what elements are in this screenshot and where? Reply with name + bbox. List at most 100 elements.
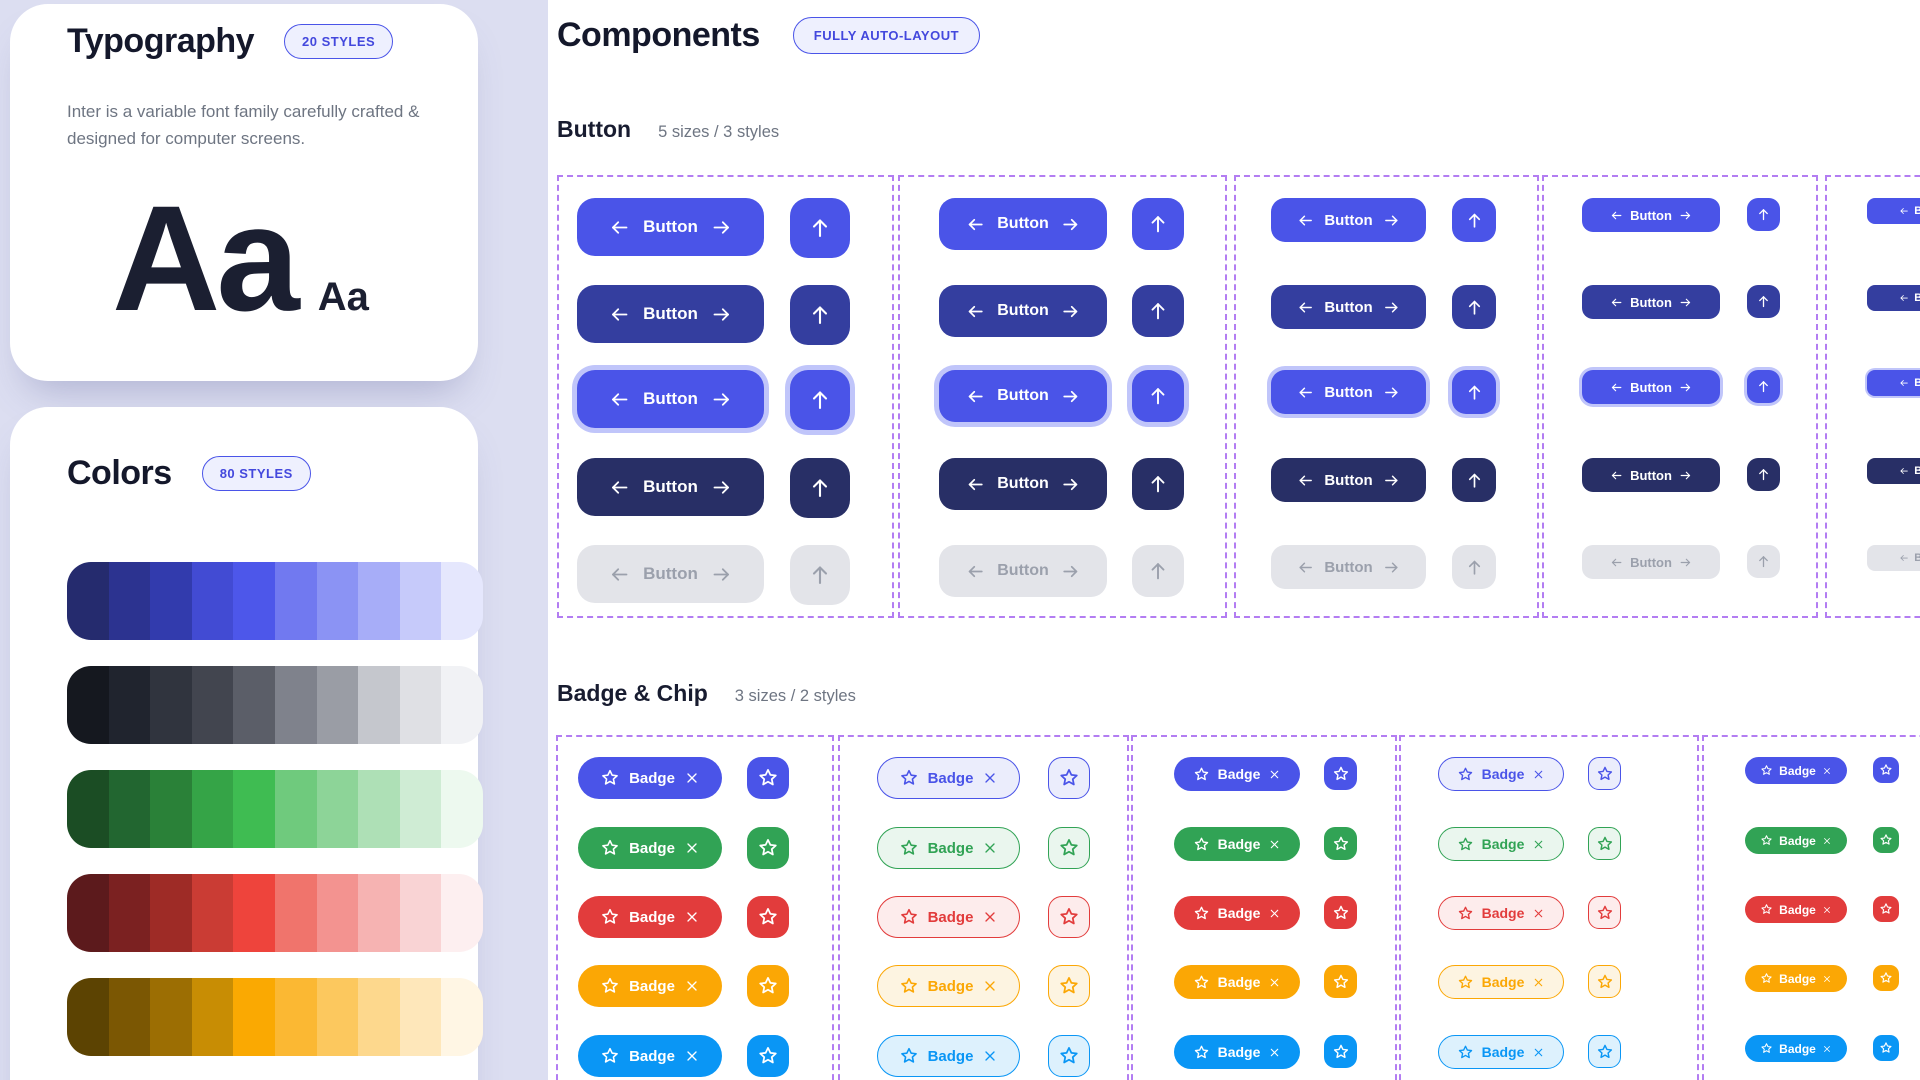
badge-red-filled-sm[interactable]: Badge [1745, 896, 1847, 923]
chip-indigo-filled-lg[interactable] [747, 757, 789, 799]
color-swatch-indigo-8[interactable] [358, 562, 400, 640]
color-swatch-indigo-6[interactable] [274, 562, 317, 640]
icon-button-darkest-md[interactable] [1452, 458, 1496, 502]
chip-amber-soft-outline-md[interactable] [1588, 965, 1621, 998]
color-swatch-amber-8[interactable] [358, 978, 400, 1056]
color-swatch-red-7[interactable] [316, 874, 359, 952]
color-swatch-red-6[interactable] [274, 874, 317, 952]
badge-green-filled-md[interactable]: Badge [1174, 827, 1300, 861]
badge-blue-soft-outline-lg[interactable]: Badge [877, 1035, 1020, 1077]
color-swatch-gray-10[interactable] [441, 666, 483, 744]
icon-button-primary-focused-sm[interactable] [1747, 370, 1780, 403]
button-primary-md[interactable]: Button [1271, 198, 1426, 242]
badge-red-filled-lg[interactable]: Badge [578, 896, 722, 938]
badge-indigo-filled-lg[interactable]: Badge [578, 757, 722, 799]
badge-green-filled-sm[interactable]: Badge [1745, 827, 1847, 854]
chip-blue-soft-outline-md[interactable] [1588, 1035, 1621, 1068]
chip-indigo-soft-outline-lg[interactable] [1048, 757, 1090, 799]
color-swatch-gray-7[interactable] [316, 666, 359, 744]
icon-button-primary-sm[interactable] [1747, 198, 1780, 231]
button-primary-xl[interactable]: Button [577, 198, 764, 256]
color-swatch-red-1[interactable] [67, 874, 109, 952]
icon-button-secondary-dark-lg[interactable] [1132, 285, 1184, 337]
badge-red-soft-outline-md[interactable]: Badge [1438, 896, 1564, 930]
badge-amber-filled-sm[interactable]: Badge [1745, 965, 1847, 992]
color-swatch-amber-10[interactable] [441, 978, 483, 1056]
button-primary-xs[interactable]: Button [1867, 198, 1920, 224]
button-secondary-dark-lg[interactable]: Button [939, 285, 1107, 337]
color-swatch-green-4[interactable] [191, 770, 234, 848]
button-secondary-dark-sm[interactable]: Button [1582, 285, 1720, 319]
chip-red-filled-md[interactable] [1324, 896, 1357, 929]
color-swatch-amber-2[interactable] [108, 978, 151, 1056]
button-primary-focused-sm[interactable]: Button [1582, 370, 1720, 404]
chip-indigo-filled-md[interactable] [1324, 757, 1357, 790]
badge-amber-filled-lg[interactable]: Badge [578, 965, 722, 1007]
color-swatch-green-8[interactable] [358, 770, 400, 848]
icon-button-primary-lg[interactable] [1132, 198, 1184, 250]
chip-amber-filled-md[interactable] [1324, 965, 1357, 998]
badge-indigo-filled-md[interactable]: Badge [1174, 757, 1300, 791]
chip-green-filled-lg[interactable] [747, 827, 789, 869]
button-disabled-xs[interactable]: Button [1867, 545, 1920, 571]
chip-amber-filled-sm[interactable] [1873, 965, 1899, 991]
color-swatch-green-2[interactable] [108, 770, 151, 848]
button-primary-focused-xs[interactable]: Button [1867, 370, 1920, 396]
icon-button-primary-focused-md[interactable] [1452, 370, 1496, 414]
button-secondary-dark-md[interactable]: Button [1271, 285, 1426, 329]
color-swatch-gray-5[interactable] [233, 666, 275, 744]
chip-indigo-soft-outline-md[interactable] [1588, 757, 1621, 790]
chip-green-filled-sm[interactable] [1873, 827, 1899, 853]
color-swatch-gray-8[interactable] [358, 666, 400, 744]
color-swatch-amber-7[interactable] [316, 978, 359, 1056]
badge-green-filled-lg[interactable]: Badge [578, 827, 722, 869]
color-swatch-indigo-9[interactable] [399, 562, 442, 640]
button-disabled-xl[interactable]: Button [577, 545, 764, 603]
color-swatch-red-5[interactable] [233, 874, 275, 952]
button-secondary-dark-xl[interactable]: Button [577, 285, 764, 343]
chip-red-filled-lg[interactable] [747, 896, 789, 938]
color-swatch-indigo-1[interactable] [67, 562, 109, 640]
badge-amber-filled-md[interactable]: Badge [1174, 965, 1300, 999]
chip-amber-soft-outline-lg[interactable] [1048, 965, 1090, 1007]
color-swatch-red-3[interactable] [150, 874, 192, 952]
color-swatch-green-1[interactable] [67, 770, 109, 848]
color-swatch-amber-9[interactable] [399, 978, 442, 1056]
color-swatch-gray-2[interactable] [108, 666, 151, 744]
badge-blue-filled-sm[interactable]: Badge [1745, 1035, 1847, 1062]
icon-button-disabled-sm[interactable] [1747, 545, 1780, 578]
color-swatch-gray-3[interactable] [150, 666, 192, 744]
icon-button-darkest-lg[interactable] [1132, 458, 1184, 510]
color-swatch-amber-3[interactable] [150, 978, 192, 1056]
chip-indigo-filled-sm[interactable] [1873, 757, 1899, 783]
color-swatch-red-10[interactable] [441, 874, 483, 952]
badge-blue-filled-md[interactable]: Badge [1174, 1035, 1300, 1069]
badge-green-soft-outline-md[interactable]: Badge [1438, 827, 1564, 861]
badge-indigo-soft-outline-lg[interactable]: Badge [877, 757, 1020, 799]
color-swatch-red-8[interactable] [358, 874, 400, 952]
icon-button-darkest-xl[interactable] [790, 458, 850, 518]
color-swatch-red-9[interactable] [399, 874, 442, 952]
badge-indigo-filled-sm[interactable]: Badge [1745, 757, 1847, 784]
color-swatch-green-10[interactable] [441, 770, 483, 848]
color-swatch-red-2[interactable] [108, 874, 151, 952]
icon-button-primary-xl[interactable] [790, 198, 850, 258]
button-primary-focused-lg[interactable]: Button [939, 370, 1107, 422]
icon-button-secondary-dark-md[interactable] [1452, 285, 1496, 329]
color-swatch-indigo-2[interactable] [108, 562, 151, 640]
button-darkest-xl[interactable]: Button [577, 458, 764, 516]
badge-indigo-soft-outline-md[interactable]: Badge [1438, 757, 1564, 791]
button-primary-focused-md[interactable]: Button [1271, 370, 1426, 414]
icon-button-secondary-dark-xl[interactable] [790, 285, 850, 345]
chip-red-filled-sm[interactable] [1873, 896, 1899, 922]
badge-amber-soft-outline-md[interactable]: Badge [1438, 965, 1564, 999]
color-swatch-gray-6[interactable] [274, 666, 317, 744]
chip-green-filled-md[interactable] [1324, 827, 1357, 860]
color-swatch-green-5[interactable] [233, 770, 275, 848]
color-swatch-indigo-5[interactable] [233, 562, 275, 640]
chip-red-soft-outline-md[interactable] [1588, 896, 1621, 929]
badge-blue-soft-outline-md[interactable]: Badge [1438, 1035, 1564, 1069]
icon-button-disabled-md[interactable] [1452, 545, 1496, 589]
chip-blue-filled-lg[interactable] [747, 1035, 789, 1077]
color-swatch-amber-5[interactable] [233, 978, 275, 1056]
